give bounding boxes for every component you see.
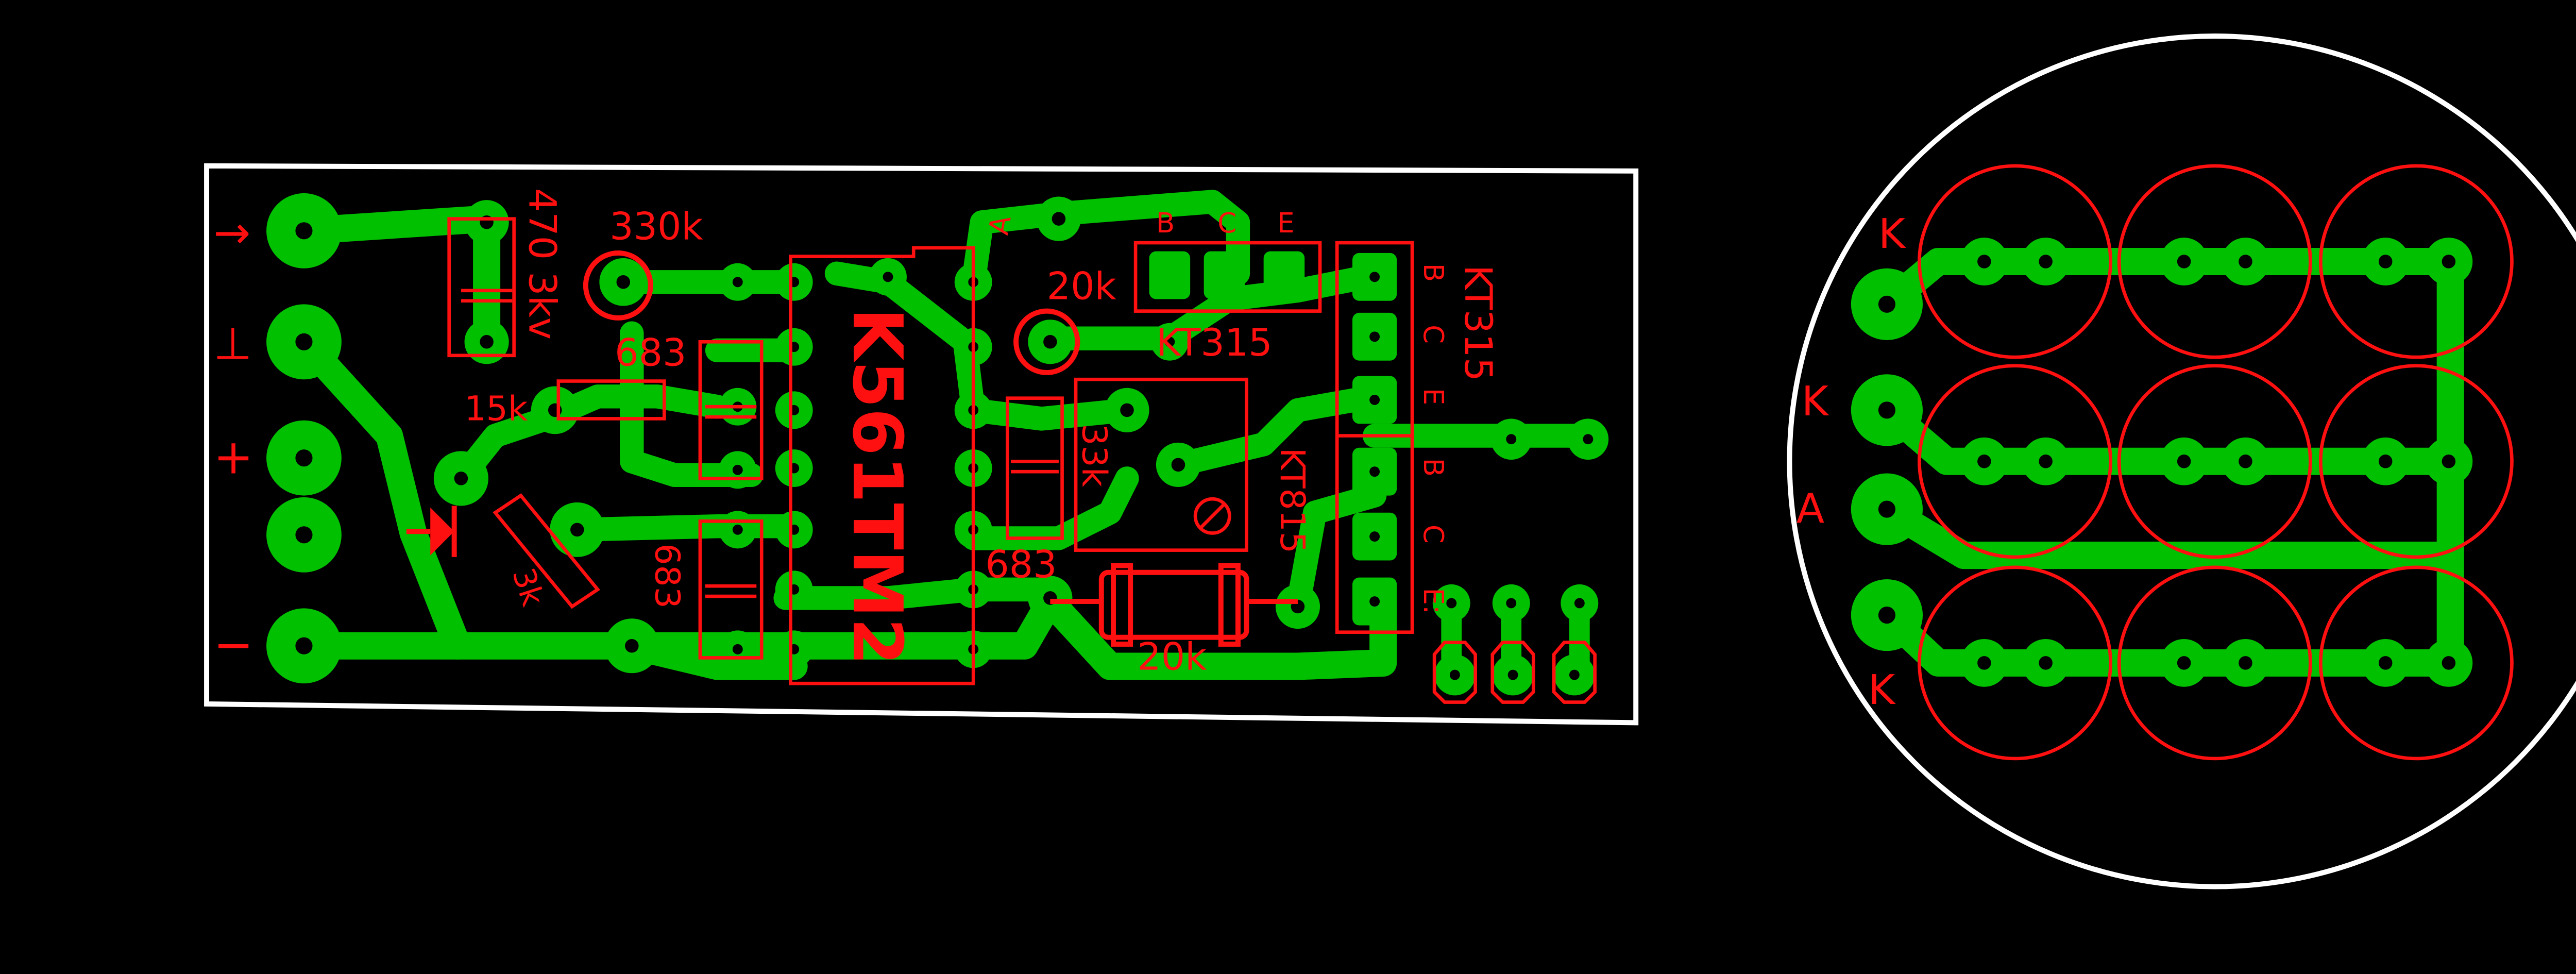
transistor-top-pin-c: C [1217, 207, 1236, 239]
capacitor-683-bottom-label: 683 [648, 543, 688, 608]
main-board-outline [204, 163, 1639, 726]
terminal-label-arrow: → [213, 207, 250, 259]
led-pin-label-3: A [1797, 485, 1824, 533]
terminal-pad-plus [266, 420, 342, 496]
led-pin-label-2: K [1802, 377, 1829, 425]
led-board-pads [1851, 238, 2473, 687]
transistor-top-pin-b: B [1156, 207, 1175, 239]
transistor-kt315-top-label: KT315 [1156, 321, 1273, 365]
led-pin-label-1: K [1878, 210, 1906, 258]
led-board-labels: K K A K [1797, 210, 1906, 714]
terminal-pad-plus-2 [266, 497, 342, 573]
transistor-kt315-right-label: KT315 [1456, 265, 1500, 381]
capacitor-683-right-label: 683 [985, 543, 1057, 587]
resistor-15k-label: 15k [465, 389, 528, 429]
terminal-pad-minus [266, 608, 342, 684]
transistor-kt815-right-label: KT815 [1273, 448, 1313, 553]
resistor-330k-label: 330k [609, 205, 703, 248]
transistor-right-pin-b-bottom: B [1417, 458, 1449, 477]
ic-k561tm2-label: K561TM2 [837, 308, 917, 665]
transistor-top-pin-e: E [1277, 207, 1295, 239]
terminal-label-minus: − [213, 617, 253, 673]
led-board: K K A K [1787, 33, 2576, 889]
transistor-right-pin-c-bottom: C [1417, 525, 1449, 544]
ic-left-pins [775, 263, 813, 668]
main-board: → ⊥ + − 330k 470 3kv 683 15k 3k 683 K561… [204, 163, 1639, 726]
transistor-right-pin-b-top: B [1417, 263, 1449, 282]
capacitor-683-top-label: 683 [615, 331, 686, 375]
resistor-20k-bottom-label: 20k [1137, 635, 1207, 679]
led-pin-label-4: K [1868, 666, 1896, 714]
main-board-silkscreen [406, 217, 1597, 704]
terminal-pad-arrow [266, 193, 342, 268]
resistor-20k-top-label: 20k [1047, 264, 1116, 308]
led-board-outline [1787, 33, 2576, 889]
transistor-right-pin-e-top: E [1417, 388, 1449, 405]
main-board-pads [266, 193, 1609, 696]
transistor-right-pin-c-top: C [1417, 325, 1449, 344]
transistor-right-pin-e-bottom: E: [1417, 588, 1449, 614]
resistor-33k-label: 33k [1074, 424, 1114, 487]
main-board-labels: → ⊥ + − 330k 470 3kv 683 15k 3k 683 K561… [213, 188, 1499, 679]
led-outlines [1918, 164, 2514, 761]
terminal-pad-ground [266, 304, 342, 380]
capacitor-470-3kv-label: 470 3kv [520, 188, 564, 340]
terminal-label-plus: + [213, 429, 253, 484]
terminal-label-ground: ⊥ [213, 318, 252, 370]
